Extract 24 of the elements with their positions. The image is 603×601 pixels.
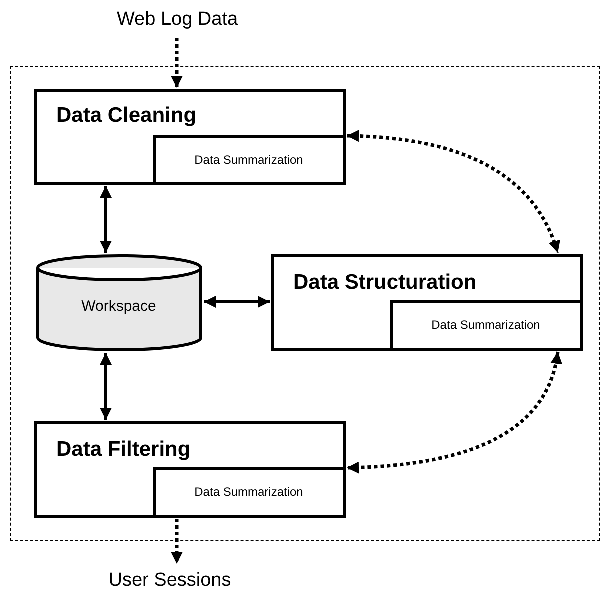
database-label: Workspace bbox=[82, 298, 156, 315]
process-title: Data Filtering bbox=[56, 438, 191, 462]
database-cylinder bbox=[36, 254, 202, 352]
subprocess-box bbox=[152, 134, 346, 184]
dotted-arrow bbox=[171, 519, 183, 564]
subprocess-label: Data Summarization bbox=[194, 485, 304, 499]
subprocess-box bbox=[152, 466, 346, 518]
arrow bbox=[100, 186, 112, 253]
dotted-arrow bbox=[171, 38, 183, 88]
process-box bbox=[270, 254, 582, 350]
dotted-arrow bbox=[346, 130, 560, 254]
subprocess-label: Data Summarization bbox=[432, 318, 540, 332]
arrow bbox=[204, 296, 270, 308]
dotted-arrow bbox=[346, 352, 562, 474]
dashed-boundary-box bbox=[10, 66, 600, 541]
process-title: Data Cleaning bbox=[56, 104, 197, 128]
io-label: User Sessions bbox=[75, 565, 265, 597]
subprocess-box bbox=[390, 300, 582, 350]
process-box bbox=[34, 88, 346, 184]
arrow bbox=[100, 353, 112, 420]
subprocess-label: Data Summarization bbox=[194, 152, 304, 166]
io-label: Web Log Data bbox=[95, 5, 260, 35]
process-title: Data Structuration bbox=[294, 270, 477, 294]
process-box bbox=[34, 420, 346, 518]
